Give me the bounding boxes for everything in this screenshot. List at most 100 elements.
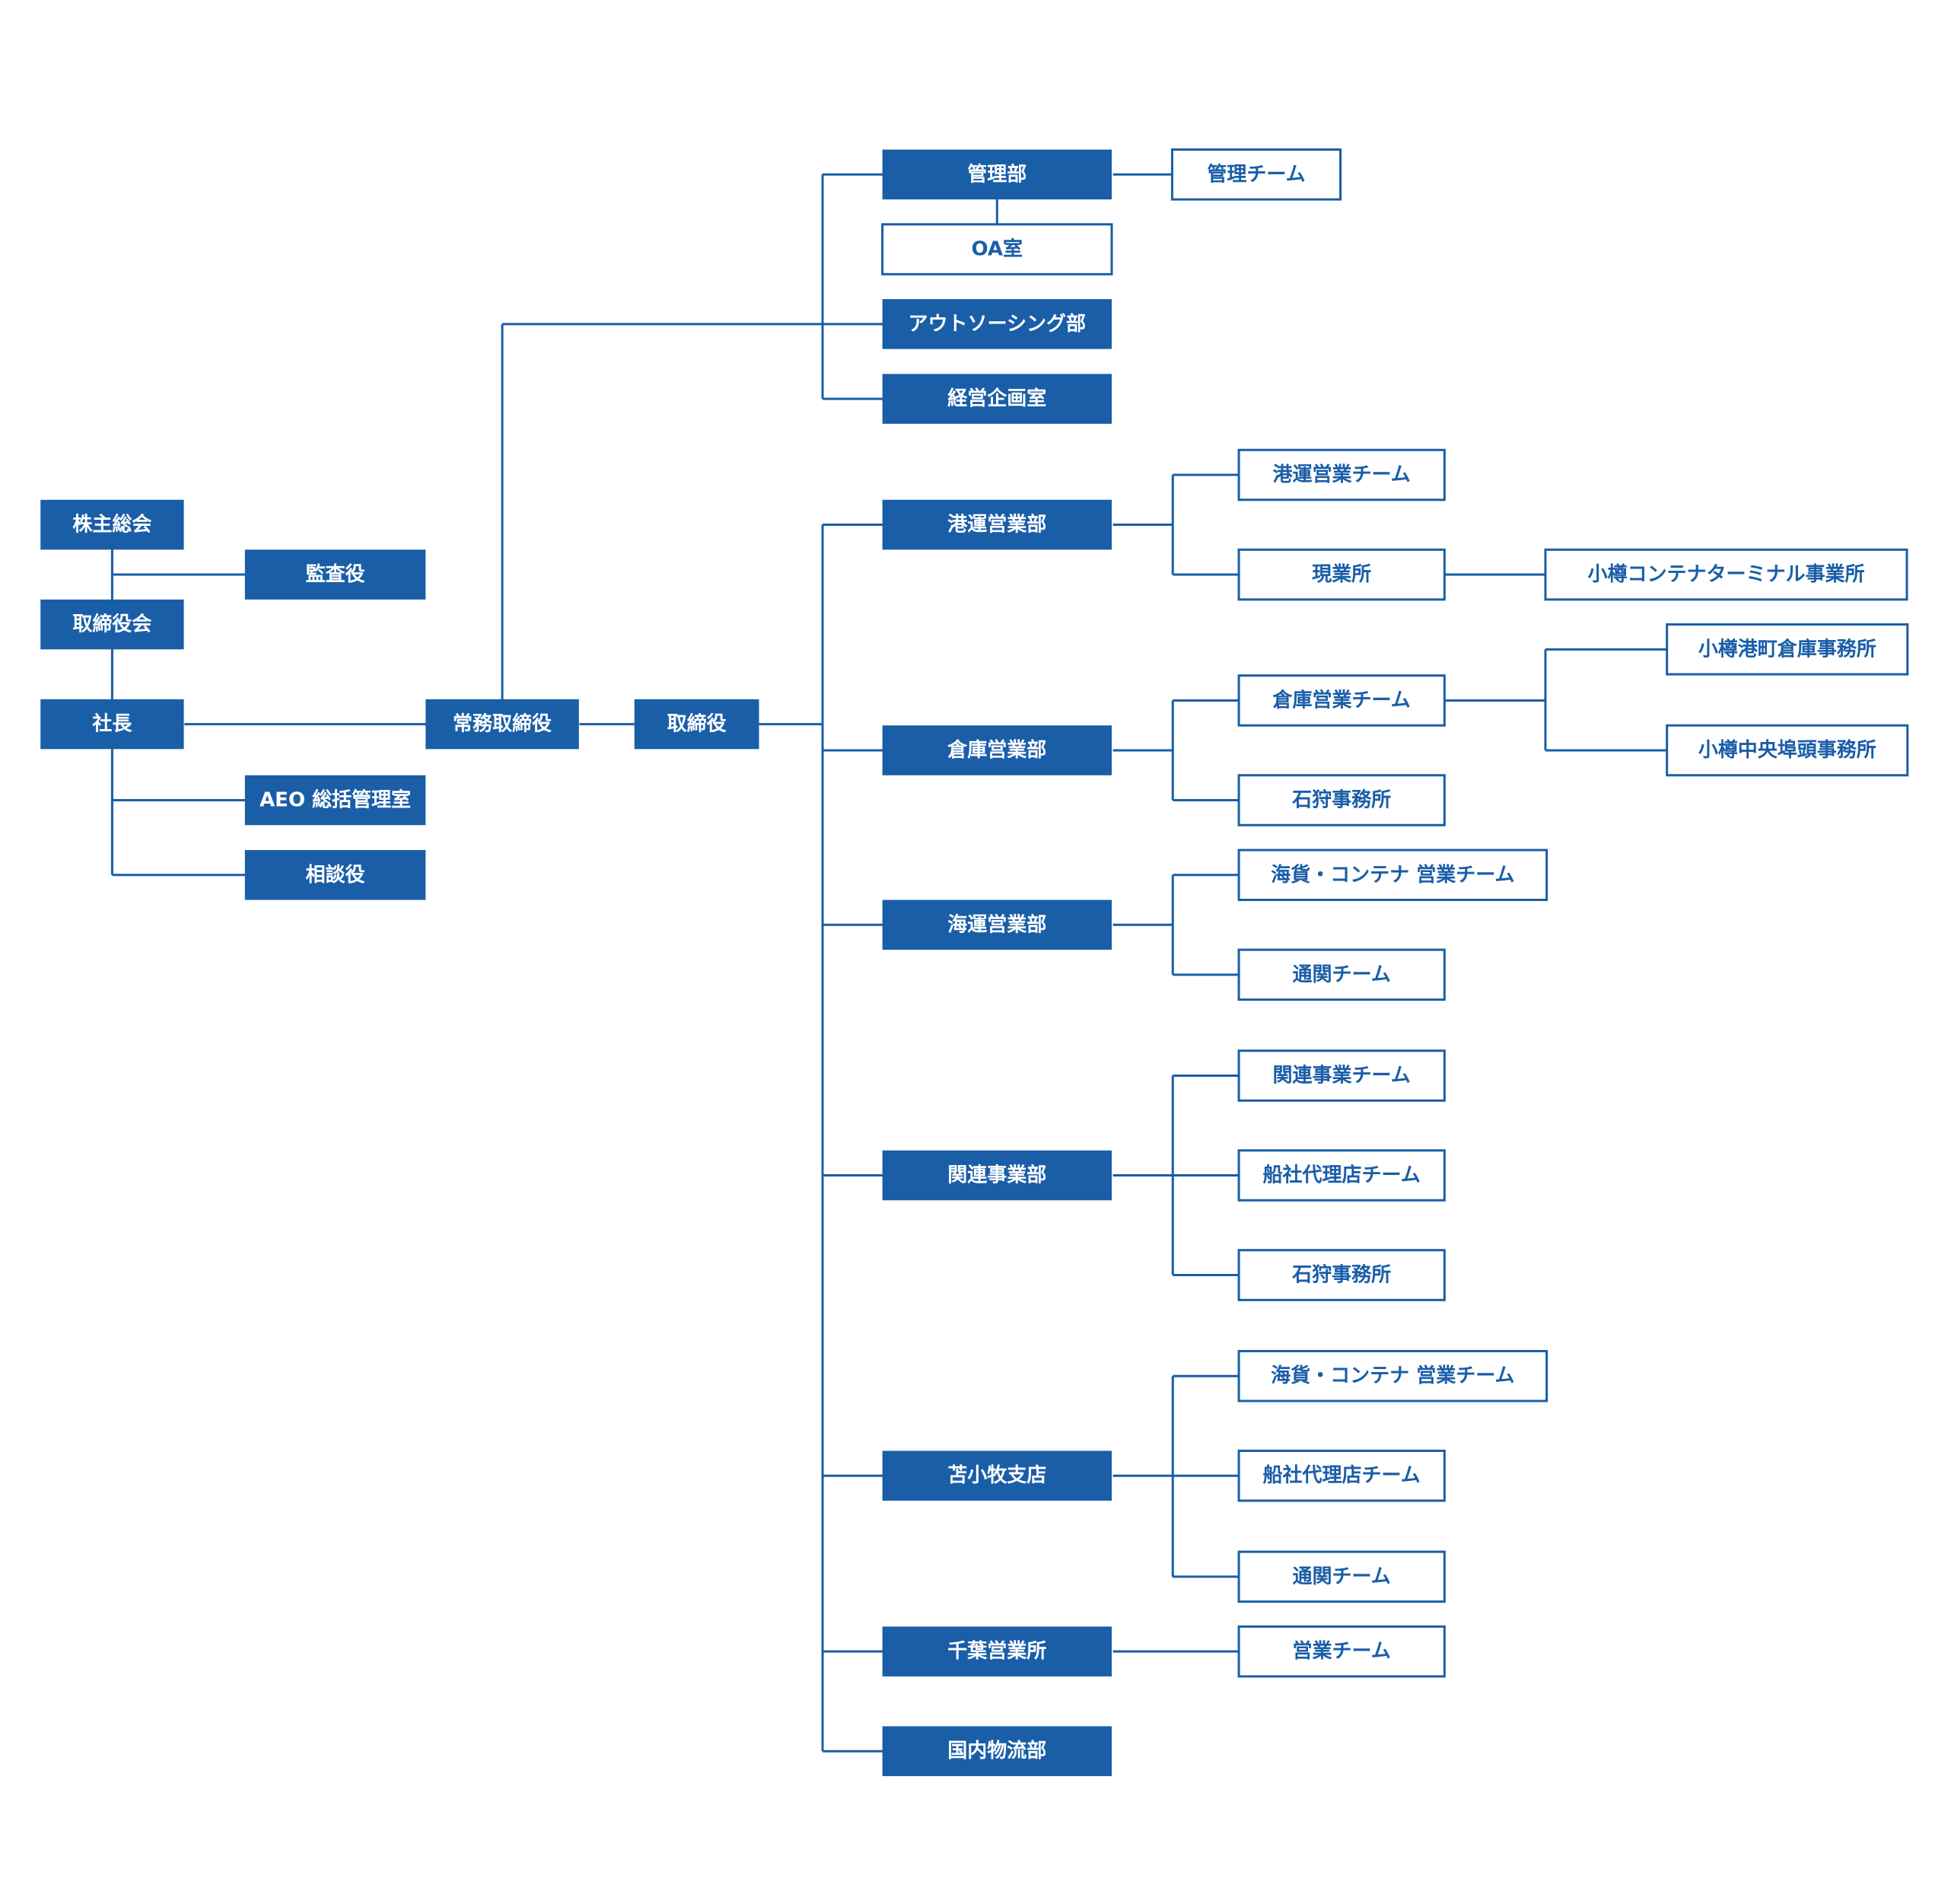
box-team-6-1: 営業チーム [1237, 1625, 1446, 1678]
box-division-4-box [882, 1150, 1112, 1201]
box-division-2-label: 倉庫営業部 [947, 738, 1046, 762]
box-division-7-box [882, 1726, 1112, 1776]
box-division-1-label: 港運営業部 [947, 514, 1046, 536]
box-oa-room-label: OA室 [972, 237, 1023, 261]
box-team-2-1: 倉庫営業チーム [1237, 674, 1446, 727]
box-team-2-2-box [1237, 774, 1446, 826]
box-division-4-label: 関連事業部 [947, 1164, 1046, 1187]
box-team-4-2-label: 船社代理店チーム [1263, 1164, 1421, 1187]
box-division-1-box [882, 499, 1112, 550]
box-team-5-3-box [1237, 1550, 1446, 1603]
box-division-5-label: 苫小牧支店 [947, 1464, 1046, 1487]
box-team-6-1-label: 営業チーム [1293, 1640, 1391, 1663]
box-planning-label: 経営企画室 [947, 387, 1046, 410]
box-team-2-2: 石狩事務所 [1237, 774, 1446, 826]
box-division-2-box [882, 725, 1112, 775]
box-team-1-2-label: 現業所 [1312, 563, 1371, 586]
box-team-2-1-box [1237, 674, 1446, 727]
box-office-2-1-2: 小樽中央埠頭事務所 [1666, 724, 1909, 777]
box-office-1-2-1: 小樽コンテナターミナル事業所 [1544, 548, 1908, 601]
box-director-box [634, 699, 759, 750]
box-managing-director: 常務取締役 [425, 699, 579, 750]
box-oa-room: OA室 [881, 223, 1113, 275]
box-division-7-label: 国内物流部 [947, 1740, 1046, 1762]
box-outsourcing-box [882, 299, 1112, 349]
connector-lines [110, 173, 1666, 1753]
box-team-2-1-label: 倉庫営業チーム [1272, 688, 1411, 712]
box-managing-director-label: 常務取締役 [453, 712, 552, 736]
box-shareholders-box [40, 499, 184, 550]
box-division-7: 国内物流部 [882, 1726, 1112, 1776]
box-team-1-2: 現業所 [1237, 548, 1446, 601]
box-office-2-1-2-label: 小樽中央埠頭事務所 [1698, 738, 1876, 762]
box-team-1-1-label: 港運営業チーム [1273, 463, 1411, 486]
box-team-4-1-label: 関連事業チーム [1273, 1064, 1411, 1087]
box-division-1: 港運営業部 [882, 499, 1112, 550]
box-president-box [40, 699, 184, 750]
box-office-2-1-1-label: 小樽港町倉庫事務所 [1698, 637, 1876, 661]
box-auditor-label: 監査役 [306, 562, 365, 586]
box-office-2-1-2-box [1666, 724, 1909, 777]
box-division-6-box [882, 1626, 1112, 1676]
box-director-label: 取締役 [667, 712, 727, 736]
box-shareholders-label: 株主総会 [72, 513, 151, 536]
box-division-3-box [882, 899, 1112, 950]
box-team-4-1: 関連事業チーム [1237, 1049, 1446, 1102]
box-office-2-1-1-box [1666, 623, 1909, 676]
box-team-5-1-label: 海貨・コンテナ 営業チーム [1271, 1364, 1514, 1387]
box-team-5-1-box [1237, 1349, 1549, 1403]
box-division-4: 関連事業部 [882, 1150, 1112, 1201]
box-division-6-label: 千葉営業所 [947, 1640, 1046, 1663]
box-aeo-box [244, 775, 426, 826]
box-admin-team: 管理チーム [1170, 148, 1342, 201]
box-auditor: 監査役 [244, 549, 426, 600]
box-outsourcing-label: アウトソーシング部 [909, 313, 1086, 336]
box-admin-team-label: 管理チーム [1207, 163, 1305, 186]
box-division-5-box [882, 1450, 1112, 1501]
box-director: 取締役 [634, 699, 759, 750]
box-team-3-1-box [1237, 849, 1549, 902]
box-team-1-1-box [1237, 448, 1446, 501]
box-team-3-2: 通関チーム [1237, 948, 1446, 1001]
box-oa-room-box [881, 223, 1113, 275]
box-team-3-1-label: 海貨・コンテナ 営業チーム [1271, 863, 1514, 887]
box-admin-box [882, 149, 1112, 200]
box-advisor-box [244, 850, 426, 900]
box-team-4-2-box [1237, 1149, 1446, 1202]
box-managing-director-box [425, 699, 579, 750]
box-advisor: 相談役 [244, 850, 426, 900]
box-admin: 管理部 [882, 149, 1112, 200]
box-shareholders: 株主総会 [40, 499, 184, 550]
box-division-2: 倉庫営業部 [882, 725, 1112, 775]
box-team-5-2-box [1237, 1449, 1446, 1502]
box-board-label: 取締役会 [72, 613, 151, 636]
box-planning-box [882, 374, 1112, 424]
box-division-3: 海運営業部 [882, 899, 1112, 950]
box-team-1-2-box [1237, 548, 1446, 601]
box-outsourcing: アウトソーシング部 [882, 299, 1112, 349]
box-aeo: AEO 総括管理室 [244, 775, 426, 826]
box-board: 取締役会 [40, 599, 184, 650]
box-office-2-1-1: 小樽港町倉庫事務所 [1666, 623, 1909, 676]
box-team-4-2: 船社代理店チーム [1237, 1149, 1446, 1202]
box-team-2-2-label: 石狩事務所 [1291, 789, 1391, 812]
box-team-4-1-box [1237, 1049, 1446, 1102]
box-aeo-label: AEO 総括管理室 [259, 788, 411, 812]
box-admin-team-box [1170, 148, 1342, 201]
box-team-5-1: 海貨・コンテナ 営業チーム [1237, 1349, 1549, 1403]
box-team-3-2-label: 通関チーム [1293, 963, 1391, 986]
box-planning: 経営企画室 [882, 374, 1112, 424]
box-board-box [40, 599, 184, 650]
box-division-5: 苫小牧支店 [882, 1450, 1112, 1501]
box-team-3-1: 海貨・コンテナ 営業チーム [1237, 849, 1549, 902]
box-team-5-3: 通関チーム [1237, 1550, 1446, 1603]
box-president: 社長 [40, 699, 184, 750]
box-team-5-2: 船社代理店チーム [1237, 1449, 1446, 1502]
box-team-3-2-box [1237, 948, 1446, 1001]
box-office-1-2-1-box [1544, 548, 1908, 601]
box-team-1-1: 港運営業チーム [1237, 448, 1446, 501]
box-advisor-label: 相談役 [306, 863, 365, 887]
box-team-5-2-label: 船社代理店チーム [1263, 1463, 1421, 1487]
